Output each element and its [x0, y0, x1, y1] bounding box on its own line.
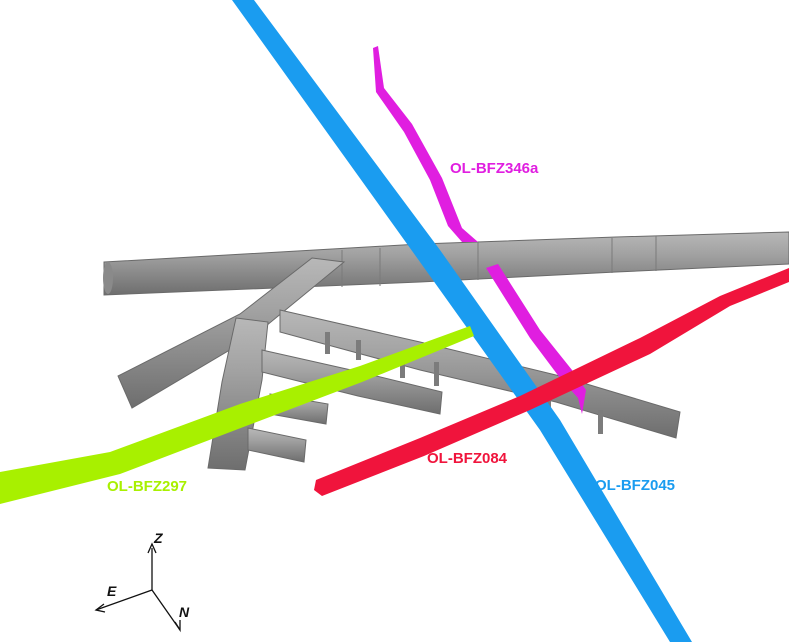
label-bfz045: OL-BFZ045: [595, 477, 675, 494]
zone-bfz346a-trace: [373, 46, 586, 414]
zone-bfz045-trace: [232, 0, 692, 642]
axis-label-e: E: [107, 583, 117, 599]
zone-bfz084-trace: [314, 268, 789, 496]
axis-label-n: N: [179, 604, 190, 620]
label-bfz084: OL-BFZ084: [427, 450, 508, 467]
zone-bfz297-trace: [0, 326, 474, 504]
label-bfz297: OL-BFZ297: [107, 478, 187, 495]
stub-tunnel-2: [247, 427, 307, 463]
branch-tunnel-diagonal: [117, 257, 346, 409]
label-bfz346a: OL-BFZ346a: [450, 160, 539, 177]
main-tunnel-end: [103, 262, 113, 294]
axis-label-z: Z: [153, 530, 163, 546]
orientation-axes: [94, 542, 181, 633]
